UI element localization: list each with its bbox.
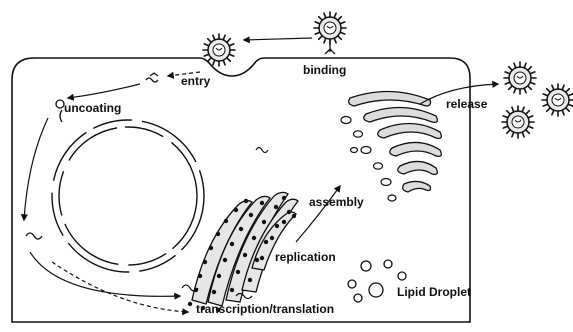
label-assembly: assembly (309, 196, 364, 208)
label-transcription-translation: transcription/translation (196, 303, 334, 315)
label-binding: binding (303, 64, 346, 76)
golgi-apparatus (349, 91, 442, 192)
virion-binding (203, 34, 235, 66)
virion-approaching (314, 12, 346, 44)
label-release: release (446, 98, 487, 110)
label-entry: entry (181, 75, 210, 87)
virion-released-1 (504, 62, 536, 94)
label-lipid-droplet: Lipid Droplet (397, 286, 471, 298)
label-replication: replication (275, 251, 336, 263)
endoplasmic-reticulum-ring (52, 120, 204, 272)
virion-released-2 (502, 106, 534, 138)
label-uncoating: uncoating (64, 102, 121, 114)
virion-released-3 (542, 84, 573, 116)
uncoating-particles (26, 73, 158, 239)
